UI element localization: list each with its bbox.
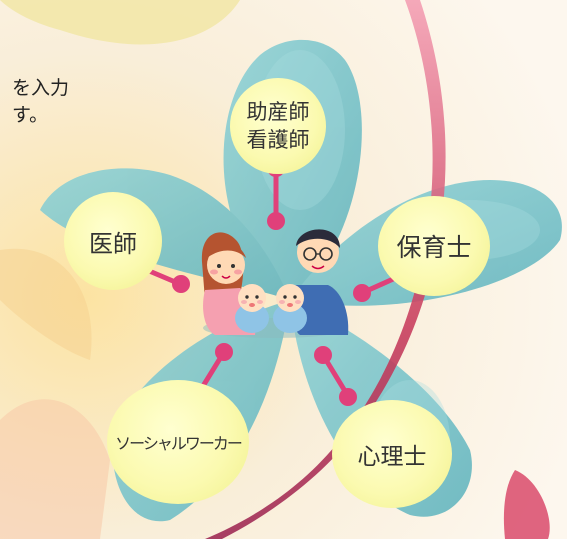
- role-childcare-worker: 保育士: [378, 196, 490, 296]
- mother-figure: [201, 232, 256, 335]
- role-label-midwife-nurse: 助産師 看護師: [246, 100, 310, 152]
- connector-dot-psychologist-top: [314, 346, 332, 364]
- role-label-doctor: 医師: [89, 229, 137, 258]
- father-figure: [292, 229, 349, 335]
- role-label-social-worker: ソーシャルワーカー: [115, 434, 243, 453]
- corner-brush: [503, 470, 550, 539]
- baby-left: [235, 284, 269, 333]
- role-psychologist: 心理士: [332, 400, 452, 508]
- connector-dot-doctor-right: [172, 275, 190, 293]
- family-illustration: [201, 229, 349, 338]
- connector-dot-social-top: [215, 343, 233, 361]
- bottom-left-wash: [0, 399, 110, 539]
- connector-dot-childcare-left: [353, 284, 371, 302]
- baby-right: [273, 284, 307, 333]
- role-social-worker: ソーシャルワーカー: [107, 380, 249, 504]
- top-leaf-shape: [0, 0, 240, 45]
- role-label-childcare-worker: 保育士: [396, 233, 472, 262]
- left-wash: [0, 248, 92, 360]
- connector-dot-midwife-bottom: [267, 212, 285, 230]
- accent-arc: [205, 0, 446, 539]
- background-text-line-2: す。: [12, 104, 49, 126]
- background-text-line-1: を入力: [12, 77, 70, 99]
- role-doctor: 医師: [64, 192, 162, 290]
- role-midwife-nurse: 助産師 看護師: [230, 78, 326, 174]
- role-label-psychologist: 心理士: [357, 444, 427, 470]
- connector-dot-psychologist-bottom: [339, 388, 357, 406]
